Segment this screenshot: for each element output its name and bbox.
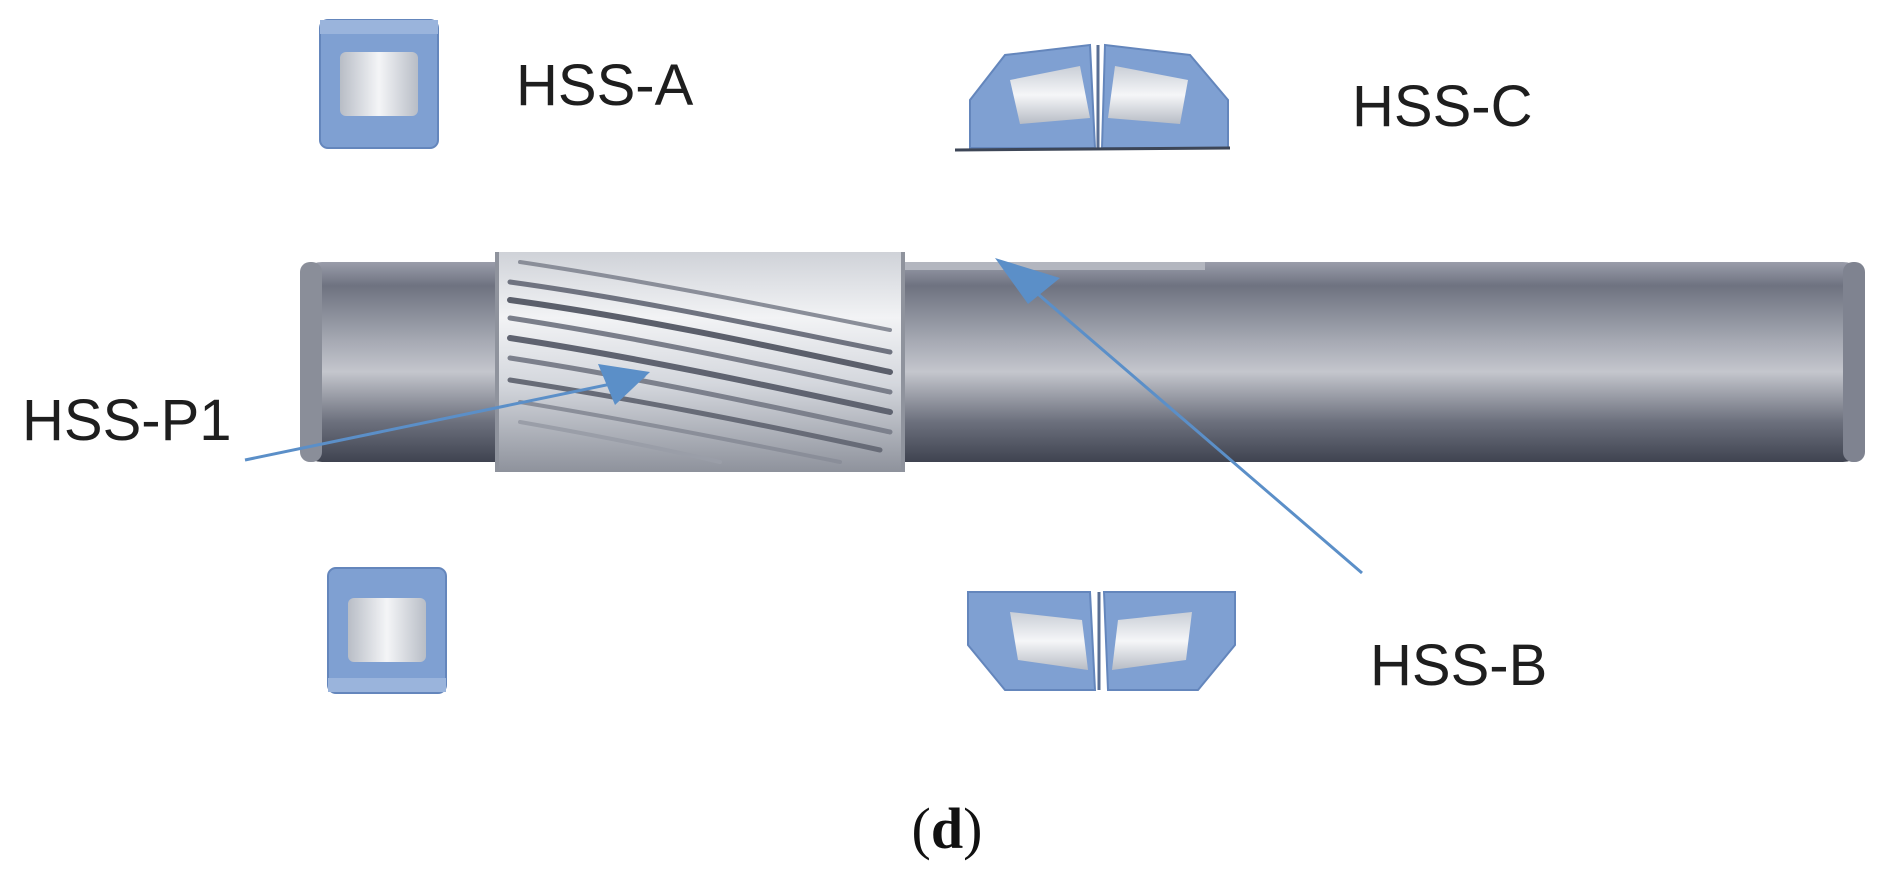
bearing-base-line — [954, 146, 1231, 152]
pinion-gear — [495, 252, 905, 472]
caption-letter: d — [931, 796, 963, 861]
caption-close-paren: ) — [963, 796, 982, 861]
shaft-left-end-face — [300, 262, 322, 462]
bearing-hss-a-top — [319, 19, 439, 149]
pinion-tooth — [507, 377, 883, 453]
tapered-roller — [1108, 66, 1188, 124]
bearing-inner-race — [328, 678, 446, 692]
label-hss-a: HSS-A — [516, 53, 694, 118]
pinion-tooth — [507, 297, 893, 375]
bearing-inner-race — [320, 20, 438, 34]
pinion-tooth — [507, 315, 893, 395]
bearing-hss-b-bottom — [967, 591, 1236, 691]
tapered-roller — [1010, 612, 1088, 670]
bearing-hss-c-top — [954, 43, 1231, 152]
pinion-tooth — [518, 420, 722, 464]
label-hss-p1: HSS-P1 — [22, 388, 232, 453]
figure-caption: (d) — [912, 796, 983, 861]
pinion-tooth — [507, 279, 893, 355]
bearing-roller — [340, 52, 418, 116]
pinion-tooth — [507, 335, 893, 415]
leader-arrows — [244, 258, 1363, 575]
pinion-tooth — [518, 260, 892, 332]
arrow-hss-p1 — [244, 371, 646, 462]
arrow-head-hss-p1 — [598, 364, 650, 405]
tapered-roller — [1010, 66, 1090, 124]
arrow-hss-b — [1009, 268, 1363, 575]
pinion-teeth — [507, 260, 893, 464]
arrow-head-hss-b — [995, 258, 1060, 304]
label-hss-b: HSS-B — [1370, 633, 1547, 698]
pinion-tooth — [507, 355, 893, 435]
shaft-right-end-face — [1843, 262, 1865, 462]
bearing-roller — [348, 598, 426, 662]
caption-open-paren: ( — [912, 796, 931, 861]
tapered-roller — [1112, 612, 1192, 670]
shaft-step — [905, 262, 1205, 270]
label-hss-c: HSS-C — [1352, 74, 1532, 139]
bearing-hss-a-bottom — [327, 567, 447, 694]
pinion-tooth — [518, 400, 842, 464]
